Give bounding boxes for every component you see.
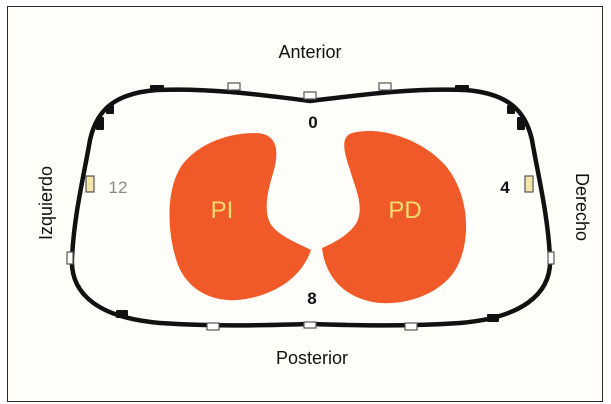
electrode-label-bottom: 8 bbox=[307, 289, 316, 308]
lung-right-label: PD bbox=[388, 197, 421, 224]
label-derecho: Derecho bbox=[572, 173, 592, 241]
label-posterior: Posterior bbox=[276, 348, 348, 368]
label-anterior: Anterior bbox=[278, 42, 341, 62]
electrode-label-left: 12 bbox=[109, 178, 128, 197]
label-izquierdo: Izquierdo bbox=[36, 166, 56, 240]
lung-left-label: PI bbox=[211, 197, 234, 224]
electrode-label-top: 0 bbox=[308, 113, 317, 132]
electrode-label-right: 4 bbox=[500, 178, 510, 197]
